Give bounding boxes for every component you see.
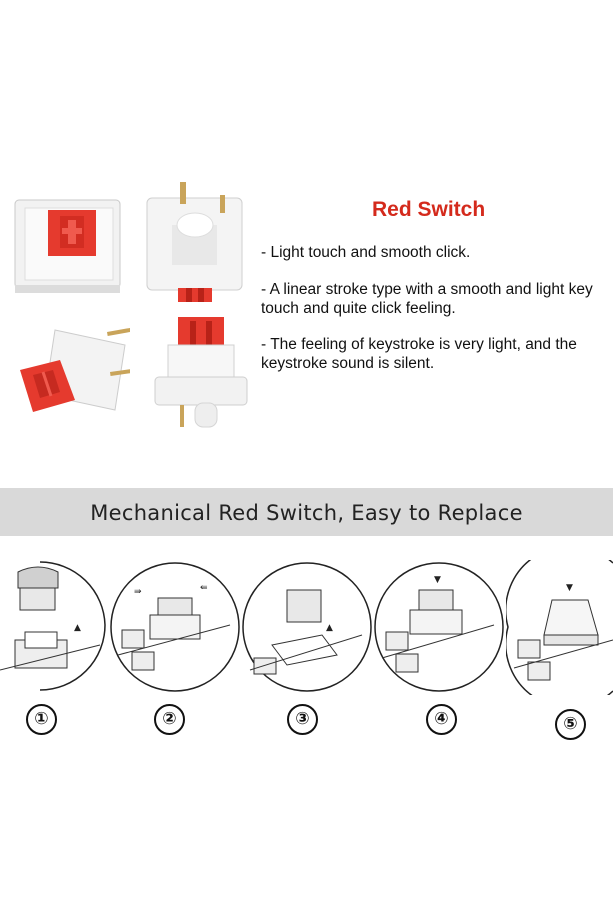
switch-photo-bottom-left — [20, 327, 130, 412]
svg-text:⇛: ⇛ — [134, 587, 142, 597]
svg-text:▲: ▲ — [326, 623, 333, 633]
switch-photo-top-right — [146, 182, 243, 302]
step-2-illustration: ⇛ ⇚ — [110, 562, 240, 692]
step-4-illustration: ▼ — [374, 562, 504, 692]
svg-text:▲: ▲ — [74, 623, 81, 633]
step-3-illustration: ▲ — [242, 562, 372, 692]
switch-photo-top-left — [14, 199, 121, 293]
step-number-5: ⑤ — [555, 709, 586, 740]
switch-photo-bottom-right — [154, 317, 248, 428]
feature-3: - The feeling of keystroke is very light… — [261, 336, 577, 372]
product-title: Red Switch — [372, 198, 486, 221]
banner-text: Mechanical Red Switch, Easy to Replace — [90, 501, 523, 525]
replace-banner: Mechanical Red Switch, Easy to Replace — [0, 488, 613, 536]
feature-1: - Light touch and smooth click. — [261, 244, 471, 261]
svg-text:▼: ▼ — [434, 575, 441, 585]
feature-2: - A linear stroke type with a smooth and… — [261, 281, 593, 317]
step-5-illustration: ▼ — [506, 560, 613, 695]
step-1-illustration: ▲ — [0, 561, 106, 691]
svg-text:▼: ▼ — [566, 583, 573, 593]
step-number-4: ④ — [426, 704, 457, 735]
svg-text:⇚: ⇚ — [200, 583, 208, 593]
step-number-2: ② — [154, 704, 185, 735]
step-number-3: ③ — [287, 704, 318, 735]
step-number-1: ① — [26, 704, 57, 735]
